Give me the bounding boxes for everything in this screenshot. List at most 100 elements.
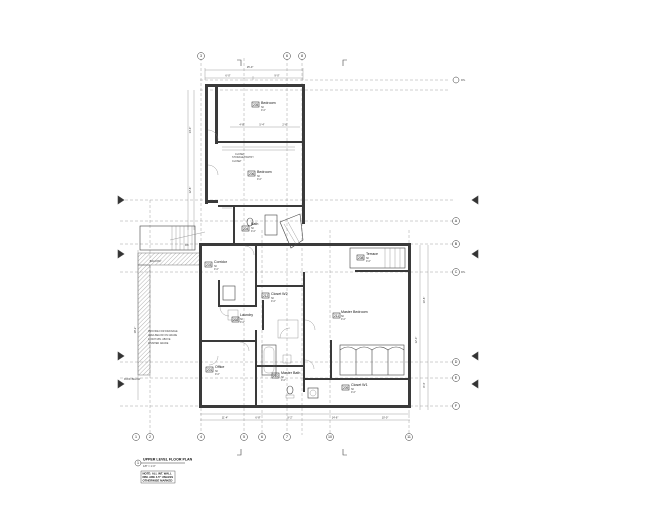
balcony-hatch (138, 253, 200, 265)
closet-note: CLOSET (235, 153, 245, 156)
storage-note-2: CLOSET (232, 160, 242, 163)
left-note-1: PROVIDE FOR DRAINAGE (148, 330, 178, 333)
svg-text:4: 4 (200, 435, 202, 439)
dim-bottom-d: 14'-6" (332, 416, 339, 420)
svg-text:9'-0": 9'-0" (351, 391, 356, 394)
svg-text:202: 202 (233, 318, 239, 322)
dim-mid-c: 2'-6" (282, 123, 287, 127)
svg-text:9'-0": 9'-0" (240, 321, 245, 324)
svg-text:10: 10 (328, 435, 332, 439)
svg-text:9'-0": 9'-0" (251, 230, 256, 233)
view-title-block: 1 UPPER LEVEL FLOOR PLAN 1/8" = 1'-0" NO… (135, 458, 193, 484)
room-tag-bedroom-1: 205 Bedroom SF 9'-0" (252, 101, 276, 112)
left-note-4: FINISHED GRADE (148, 342, 169, 345)
dim-right-a: 10'-6" (422, 297, 426, 304)
svg-text:9'-0": 9'-0" (366, 260, 371, 263)
dim-top-a: 6'-0" (225, 74, 230, 78)
svg-text:212: 212 (263, 294, 269, 298)
svg-text:203: 203 (206, 263, 212, 267)
svg-text:208: 208 (358, 256, 364, 260)
dim-mid-b: 5'-4" (259, 123, 264, 127)
svg-text:D: D (455, 360, 458, 364)
dim-bottom-c: 9'-2" (287, 416, 292, 420)
svg-text:211: 211 (334, 314, 339, 318)
svg-text:Closet W2: Closet W2 (271, 292, 288, 296)
svg-text:205: 205 (253, 103, 259, 107)
svg-text:9'-0": 9'-0" (214, 268, 219, 271)
dim-top-overall: 15'-0" (247, 65, 254, 69)
svg-text:Master Bedroom: Master Bedroom (341, 310, 368, 314)
room-tag-bedroom-2: 206 Bedroom SF 9'-0" (248, 170, 272, 181)
svg-text:201: 201 (207, 368, 213, 372)
angled-stair-wall (280, 214, 303, 248)
dim-mid-a: 4'-8" (239, 123, 244, 127)
dim-left-a: 14'-0" (188, 127, 192, 134)
svg-text:Terrace: Terrace (366, 252, 378, 256)
svg-text:Closet W1: Closet W1 (351, 383, 368, 387)
svg-text:6: 6 (286, 54, 288, 58)
grid-bubbles-right: A B C D E F (453, 218, 460, 410)
room-tag-bath: 204 Bath SF 9'-0" (242, 222, 258, 233)
svg-text:Corridor: Corridor (214, 260, 228, 264)
svg-text:9'-0": 9'-0" (261, 109, 266, 112)
storage-note-1: STORAGE/PANTRY (232, 156, 254, 159)
dim-bottom-b: 6'-8" (255, 416, 260, 420)
svg-text:2: 2 (149, 435, 151, 439)
room-tag-laundry: 202 Laundry SF 9'-0" (232, 313, 253, 324)
svg-text:8: 8 (301, 54, 303, 58)
svg-text:206: 206 (249, 172, 255, 176)
svg-text:210: 210 (273, 374, 279, 378)
svg-text:9'-0": 9'-0" (281, 379, 286, 382)
dim-bottom-e: 10'-0" (382, 416, 389, 420)
dim-bottom-a: 11'-4" (222, 416, 228, 420)
dim-top-b: 9'-0" (274, 74, 279, 78)
terrace-railing (385, 248, 400, 268)
svg-text:204: 204 (243, 227, 249, 231)
room-tag-closet-w2: 212 Closet W2 SF 9'-0" (262, 292, 288, 303)
svg-text:6: 6 (261, 435, 263, 439)
dim-left-b: 12'-6" (188, 187, 192, 194)
stair-label: DN (185, 244, 189, 247)
left-note-2: AREA BELOW ON GRADE (148, 334, 177, 337)
closet-w1-shelving (340, 345, 404, 375)
room-tag-closet-w1: 209 Closet W1 SF 9'-0" (342, 383, 368, 394)
svg-text:Master Bath: Master Bath (281, 371, 300, 375)
svg-text:7: 7 (286, 435, 288, 439)
svg-text:Office: Office (215, 365, 224, 369)
svg-text:Laundry: Laundry (240, 313, 253, 317)
wall-note-3: OTHERWISE MARKED (143, 479, 173, 483)
left-note-3: 4-INCH MIN. ABOVE (148, 338, 171, 341)
balcony-note: BALCONY (150, 260, 162, 263)
grid-bubbles-top: 3 6 8 (198, 53, 306, 60)
room-tag-master-bedroom: 211 Master Bedroom SF 9'-0" (333, 310, 368, 321)
svg-text:5: 5 (243, 435, 245, 439)
svg-text:Bedroom: Bedroom (257, 170, 272, 174)
view-number: 1 (137, 461, 139, 465)
door-swings (208, 130, 315, 369)
stair-treads (172, 226, 192, 250)
svg-text:FIN.: FIN. (461, 79, 466, 82)
svg-text:C: C (455, 270, 458, 274)
view-scale: 1/8" = 1'-0" (143, 464, 156, 468)
room-tag-terrace: 208 Terrace SF 9'-0" (357, 252, 378, 263)
svg-text:209: 209 (343, 386, 349, 390)
dim-left-c: 18'-2" (133, 327, 137, 334)
svg-text:1: 1 (135, 435, 137, 439)
svg-text:Bedroom: Bedroom (261, 101, 276, 105)
svg-text:Bath: Bath (251, 222, 258, 226)
dim-right-c: 8'-4" (422, 382, 426, 387)
svg-text:FIN.: FIN. (461, 271, 466, 274)
deck-edge-hatch (138, 265, 150, 375)
svg-text:9'-0": 9'-0" (271, 300, 276, 303)
room-tag-corridor: 203 Corridor SF 9'-0" (205, 260, 228, 271)
svg-text:11: 11 (407, 435, 411, 439)
view-title: UPPER LEVEL FLOOR PLAN (143, 458, 193, 462)
svg-text:9'-0": 9'-0" (257, 178, 262, 181)
svg-text:9'-0": 9'-0" (341, 318, 346, 321)
svg-text:9'-0": 9'-0" (215, 373, 220, 376)
roof-below-note: ROOF BELOW (124, 378, 141, 381)
grid-bubbles-bottom: 1 2 4 5 6 7 10 11 (133, 434, 413, 441)
room-tag-office: 201 Office SF 9'-0" (206, 365, 224, 376)
